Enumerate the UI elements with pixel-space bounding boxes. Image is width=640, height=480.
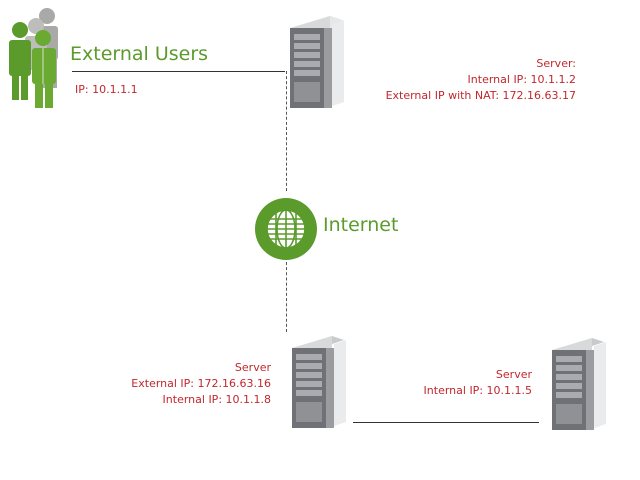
- server-bottom-left-line-2: External IP: 172.16.63.16: [131, 377, 271, 390]
- globe-icon: [255, 198, 317, 260]
- server-icon: [292, 336, 346, 428]
- link-server-to-internet: [286, 71, 287, 191]
- server-top-line-1: Server:: [536, 57, 576, 70]
- server-top-line-3: External IP with NAT: 172.16.63.17: [385, 89, 576, 102]
- server-bottom-left-label: Server External IP: 172.16.63.16 Interna…: [131, 360, 271, 408]
- server-bottom-left-line-1: Server: [234, 361, 271, 374]
- users-icon: [9, 8, 58, 108]
- internet-label: Internet: [323, 214, 399, 236]
- external-users-ip: IP: 10.1.1.1: [75, 83, 138, 96]
- server-bottom-right-line-2: Internal IP: 10.1.1.5: [423, 384, 532, 397]
- link-server-to-server: [353, 422, 539, 423]
- server-icon: [290, 16, 344, 108]
- server-icon: [552, 338, 606, 430]
- server-bottom-right-label: Server Internal IP: 10.1.1.5: [424, 367, 532, 399]
- server-top-line-2: Internal IP: 10.1.1.2: [467, 73, 576, 86]
- link-users-to-server: [72, 71, 285, 72]
- server-bottom-right-line-1: Server: [495, 368, 532, 381]
- server-bottom-left-line-3: Internal IP: 10.1.1.8: [162, 393, 271, 406]
- link-internet-to-server: [286, 262, 287, 332]
- external-users-title: External Users: [70, 43, 209, 65]
- server-top-label: Server: Internal IP: 10.1.1.2 External I…: [386, 56, 576, 104]
